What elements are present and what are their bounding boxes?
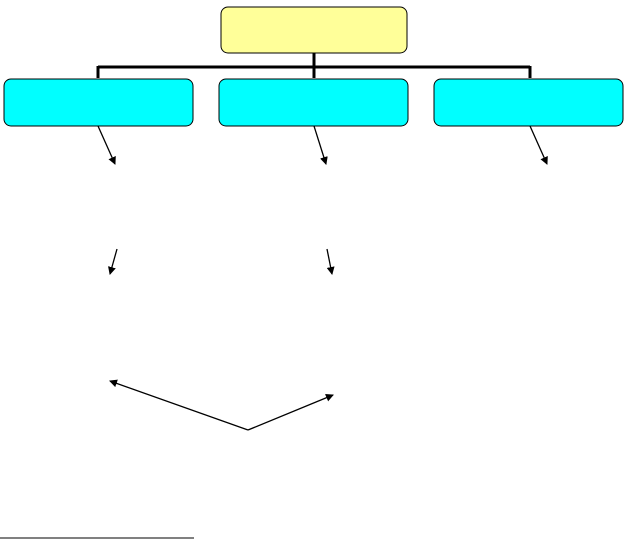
child-box-middle — [218, 78, 409, 127]
arrow-right-down-1 — [529, 125, 548, 165]
root-node — [220, 6, 408, 54]
arrow-left-down-1 — [97, 125, 116, 165]
child-box-left — [3, 78, 194, 127]
arrow-middle-down-2 — [326, 248, 335, 275]
arrow-merge-to-left — [109, 379, 249, 431]
arrow-merge-to-right — [247, 393, 334, 431]
connector-tree — [96, 53, 532, 78]
arrow-middle-down-1 — [313, 125, 328, 165]
root-box — [220, 6, 408, 54]
arrows — [97, 125, 548, 431]
child-node-middle — [218, 78, 409, 127]
arrow-left-down-2 — [108, 248, 118, 275]
child-box-right — [433, 78, 624, 127]
child-node-right — [433, 78, 624, 127]
child-node-left — [3, 78, 194, 127]
